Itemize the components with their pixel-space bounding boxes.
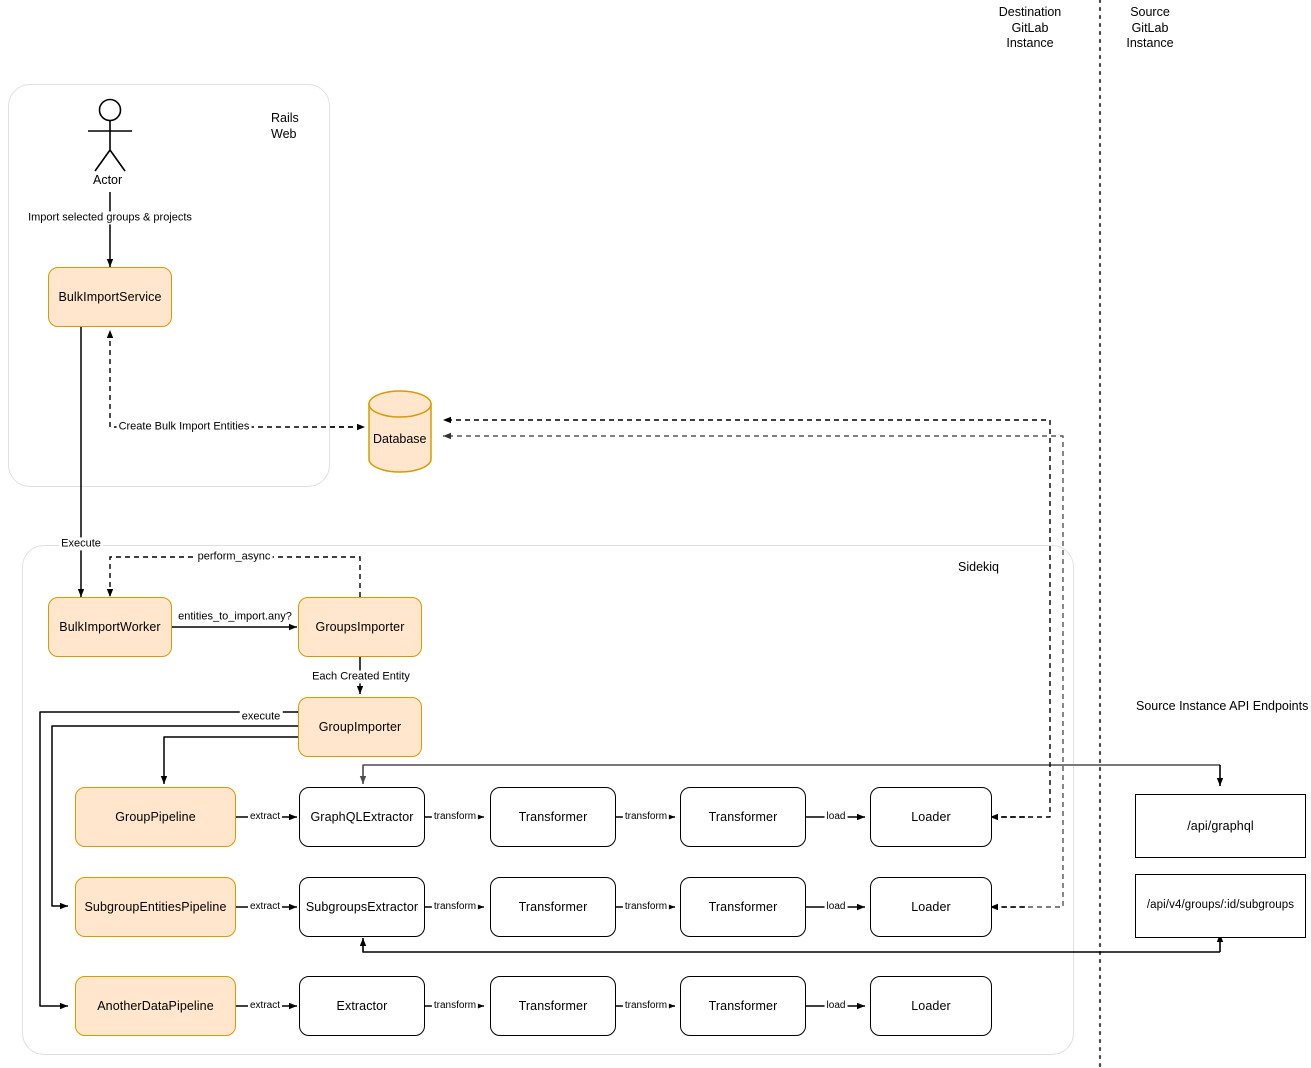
- source-instance-header: Source GitLab Instance: [1126, 5, 1174, 51]
- node-groupsimporter[interactable]: GroupsImporter: [298, 597, 422, 657]
- edge-label-entities-to-import: entities_to_import.any?: [176, 610, 294, 624]
- edge-label-transform-row3-a: transform: [431, 1000, 479, 1012]
- edge-label-transform-row2-a: transform: [431, 901, 479, 913]
- node-transformer-row2-a[interactable]: Transformer: [490, 877, 616, 937]
- edge-label-extract-row2: extract: [247, 901, 283, 913]
- node-groupimporter[interactable]: GroupImporter: [298, 697, 422, 757]
- node-bulkimportservice[interactable]: BulkImportService: [48, 267, 172, 327]
- node-loader-row3[interactable]: Loader: [870, 976, 992, 1036]
- node-subgroupentitiespipeline[interactable]: SubgroupEntitiesPipeline: [75, 877, 236, 937]
- node-loader-row2[interactable]: Loader: [870, 877, 992, 937]
- edge-label-import-selected: Import selected groups & projects: [26, 211, 194, 225]
- edge-label-each-created-entity: Each Created Entity: [310, 670, 412, 684]
- sidekiq-label: Sidekiq: [958, 560, 999, 574]
- node-transformer-row3-b[interactable]: Transformer: [680, 976, 806, 1036]
- node-graphqlextractor[interactable]: GraphQLExtractor: [299, 787, 425, 847]
- edge-label-extract-row3: extract: [247, 1000, 283, 1012]
- edge-label-transform-row1-a: transform: [431, 811, 479, 823]
- edge-label-transform-row2-b: transform: [622, 901, 670, 913]
- actor-label: Actor: [93, 173, 123, 187]
- node-transformer-row1-a[interactable]: Transformer: [490, 787, 616, 847]
- destination-instance-header: Destination GitLab Instance: [998, 5, 1062, 51]
- node-api-graphql[interactable]: /api/graphql: [1135, 794, 1306, 858]
- node-bulkimportworker[interactable]: BulkImportWorker: [48, 597, 172, 657]
- database-label: Database: [373, 432, 427, 446]
- rails-web-label: Rails Web: [271, 111, 299, 141]
- node-extractor-row3[interactable]: Extractor: [299, 976, 425, 1036]
- edge-label-load-row3: load: [824, 1000, 848, 1012]
- edge-label-execute-vertical: Execute: [59, 537, 103, 551]
- edge-label-create-bulk-import-entities: Create Bulk Import Entities: [116, 420, 252, 434]
- node-loader-row1[interactable]: Loader: [870, 787, 992, 847]
- edge-label-transform-row1-b: transform: [622, 811, 670, 823]
- edge-label-execute-pipeline: execute: [239, 710, 283, 724]
- node-transformer-row1-b[interactable]: Transformer: [680, 787, 806, 847]
- rails-web-container: [8, 84, 330, 487]
- edge-label-load-row1: load: [824, 811, 848, 823]
- edge-label-transform-row3-b: transform: [622, 1000, 670, 1012]
- node-anotherdatapipeline[interactable]: AnotherDataPipeline: [75, 976, 236, 1036]
- edge-label-perform-async: perform_async: [195, 550, 273, 564]
- node-subgroupsextractor[interactable]: SubgroupsExtractor: [299, 877, 425, 937]
- node-grouppipeline[interactable]: GroupPipeline: [75, 787, 236, 847]
- node-api-subgroups[interactable]: /api/v4/groups/:id/subgroups: [1135, 874, 1306, 938]
- edge-label-extract-row1: extract: [247, 811, 283, 823]
- node-transformer-row3-a[interactable]: Transformer: [490, 976, 616, 1036]
- source-api-endpoints-label: Source Instance API Endpoints: [1136, 699, 1309, 713]
- node-transformer-row2-b[interactable]: Transformer: [680, 877, 806, 937]
- edge-label-load-row2: load: [824, 901, 848, 913]
